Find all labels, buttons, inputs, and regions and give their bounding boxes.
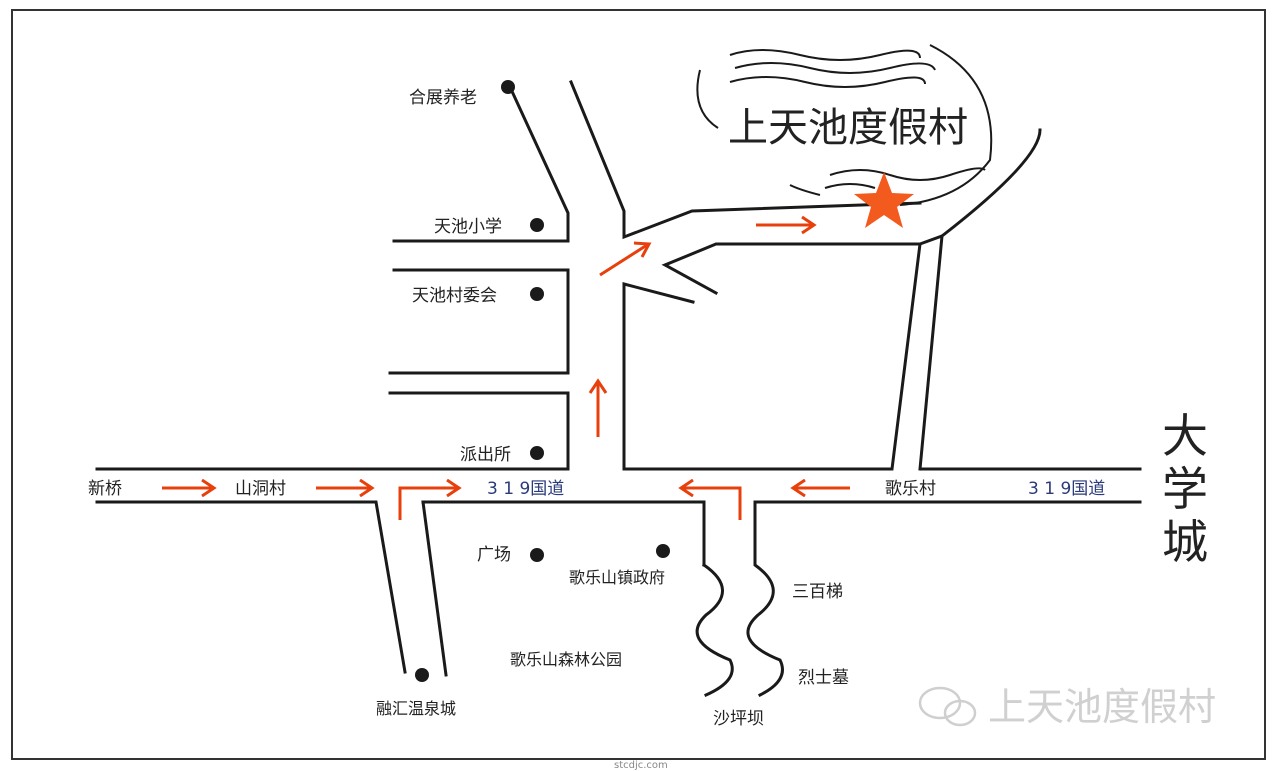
poi-dots	[415, 80, 670, 682]
label-tianchi-village: 天池村委会	[412, 286, 497, 306]
road-north-main-west	[569, 80, 922, 240]
road-lake-east	[939, 128, 1042, 239]
road-shapingba-west	[695, 562, 734, 697]
dot-ronghui	[415, 668, 429, 682]
watermark-text: 上天池度假村	[988, 685, 1216, 729]
dot-hezhan	[501, 80, 515, 94]
resort-lake-area	[696, 44, 993, 206]
road-village-block	[388, 268, 570, 375]
route-arrows	[162, 215, 850, 520]
university-char-3: 城	[1162, 515, 1208, 569]
road-east-loop	[918, 233, 944, 471]
wave-3	[729, 76, 926, 88]
dot-tianchi-village	[530, 287, 544, 301]
label-route319-west: 3 1 9国道	[487, 479, 564, 499]
road-ronghui-east	[421, 500, 448, 677]
lake-outline	[696, 44, 993, 206]
arrow-east	[756, 215, 817, 235]
label-shandong: 山洞村	[235, 479, 286, 499]
road-tianchi-west-edge	[392, 85, 570, 243]
wechat-watermark	[918, 686, 977, 727]
label-police: 派出所	[460, 445, 511, 465]
label-hezhan: 合展养老	[409, 88, 477, 108]
label-tianchi-school: 天池小学	[434, 217, 502, 237]
label-lieshimu: 烈士墓	[798, 668, 849, 688]
wave-2	[734, 62, 936, 74]
university-char-1: 大	[1162, 409, 1208, 463]
label-xinqiao: 新桥	[88, 479, 122, 499]
label-plaza: 广场	[477, 545, 511, 565]
arrow-turn-right	[398, 478, 462, 520]
wechat-icon	[918, 686, 962, 720]
arrow-turn-left	[678, 478, 742, 520]
label-route319-east: 3 1 9国道	[1028, 479, 1105, 499]
wave-1	[729, 49, 921, 61]
dot-police	[530, 446, 544, 460]
map-frame	[11, 9, 1266, 760]
arrow-shandong	[316, 478, 375, 498]
dot-tianchi-school	[530, 218, 544, 232]
road-319-north-edge	[95, 391, 570, 471]
road-319-south-edge-mid	[421, 500, 706, 567]
label-gov: 歌乐山镇政府	[569, 568, 665, 587]
university-char-2: 学	[1162, 462, 1208, 516]
resort-star-icon	[854, 172, 914, 228]
arrow-northeast	[599, 241, 652, 277]
label-sanbaiti: 三百梯	[792, 582, 843, 602]
road-319-north-edge-east	[622, 242, 922, 471]
arrow-from-east	[790, 478, 850, 498]
label-ronghui: 融汇温泉城	[376, 699, 456, 718]
dot-gov	[656, 544, 670, 558]
watermark-site: stcdjc.com	[614, 760, 668, 771]
wave-4	[829, 167, 986, 181]
arrow-xinqiao	[162, 478, 217, 498]
resort-title: 上天池度假村	[728, 105, 968, 151]
road-north-inner	[622, 282, 695, 471]
road-319-south-edge-west	[95, 500, 407, 674]
label-university-v: 大 学 城	[1162, 409, 1223, 569]
wave-5	[824, 183, 876, 189]
label-gelecun: 歌乐村	[885, 479, 936, 499]
label-forest-park: 歌乐山森林公园	[510, 650, 622, 669]
dot-plaza	[530, 548, 544, 562]
roads	[95, 80, 1142, 698]
arrow-north	[588, 378, 608, 437]
road-shapingba-east	[746, 500, 784, 698]
label-shapingba: 沙坪坝	[713, 709, 764, 729]
